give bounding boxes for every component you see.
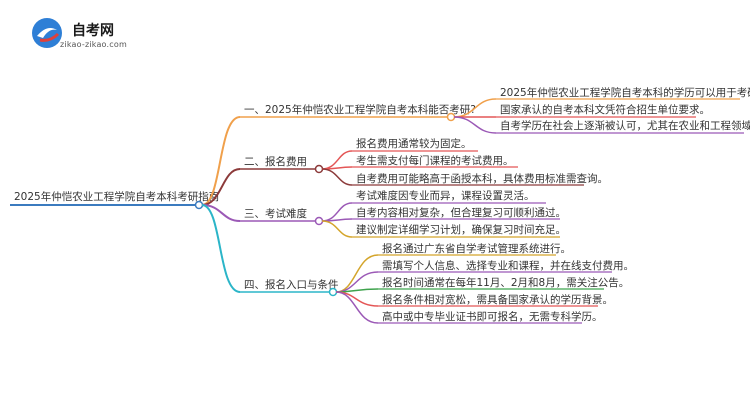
leaf-1-3: 自考学历在社会上逐渐被认可，尤其在农业和工程领域。 [500, 119, 750, 132]
leaf-2-3: 自考费用可能略高于函授本科，具体费用标准需查询。 [356, 172, 608, 185]
branch-2: 二、报名费用 报名费用通常较为固定。 考生需支付每门课程的考试费用。 自考费用可… [240, 137, 608, 186]
leaf-3-1: 考试难度因专业而异，课程设置灵活。 [356, 189, 535, 202]
branch-3: 三、考试难度 考试难度因专业而异，课程设置灵活。 自考内容相对复杂，但合理复习可… [240, 189, 566, 238]
leaf-3-2: 自考内容相对复杂，但合理复习可顺利通过。 [356, 206, 566, 219]
root-label: 2025年仲恺农业工程学院自考本科考研指南 [14, 190, 219, 203]
leaf-4-4: 报名条件相对宽松，需具备国家承认的学历背景。 [382, 293, 613, 306]
leaf-2-1: 报名费用通常较为固定。 [356, 137, 472, 150]
root-knot [194, 200, 204, 210]
branch-1-connector [201, 116, 241, 206]
branch-4-connector [201, 204, 241, 293]
leaf-4-3: 报名时间通常在每年11月、2月和8月，需关注公告。 [382, 276, 629, 289]
logo-url: zikao-zikao.com [60, 40, 127, 49]
leaf-4-1: 报名通过广东省自学考试管理系统进行。 [382, 242, 571, 255]
branch-3-knot [314, 216, 324, 226]
branch-4-knot [328, 287, 338, 297]
site-logo[interactable]: 自考网 zikao-zikao.com [30, 16, 140, 56]
branch-3-label: 三、考试难度 [244, 207, 307, 220]
branch-4: 四、报名入口与条件 报名通过广东省自学考试管理系统进行。 需填写个人信息、选择专… [240, 242, 634, 324]
branch-1-knot [446, 112, 456, 122]
branch-2-connector [201, 168, 241, 206]
leaf-4-2: 需填写个人信息、选择专业和课程，并在线支付费用。 [382, 259, 634, 272]
branch-1-label: 一、2025年仲恺农业工程学院自考本科能否考研? [244, 103, 476, 116]
leaf-1-1: 2025年仲恺农业工程学院自考本科的学历可以用于考研。 [500, 86, 750, 99]
logo-name: 自考网 [72, 23, 114, 39]
logo-icon [32, 18, 62, 48]
branch-2-knot [314, 164, 324, 174]
leaf-3-3: 建议制定详细学习计划，确保复习时间充足。 [356, 223, 566, 236]
leaf-4-5: 高中或中专毕业证书即可报名，无需专科学历。 [382, 310, 603, 323]
root-node: 2025年仲恺农业工程学院自考本科考研指南 [10, 190, 219, 210]
branch-2-label: 二、报名费用 [244, 155, 307, 168]
branch-1: 一、2025年仲恺农业工程学院自考本科能否考研? 2025年仲恺农业工程学院自考… [240, 86, 750, 134]
leaf-2-2: 考生需支付每门课程的考试费用。 [356, 154, 514, 167]
branch-4-label: 四、报名入口与条件 [244, 278, 339, 291]
leaf-1-2: 国家承认的自考本科文凭符合招生单位要求。 [500, 103, 710, 116]
